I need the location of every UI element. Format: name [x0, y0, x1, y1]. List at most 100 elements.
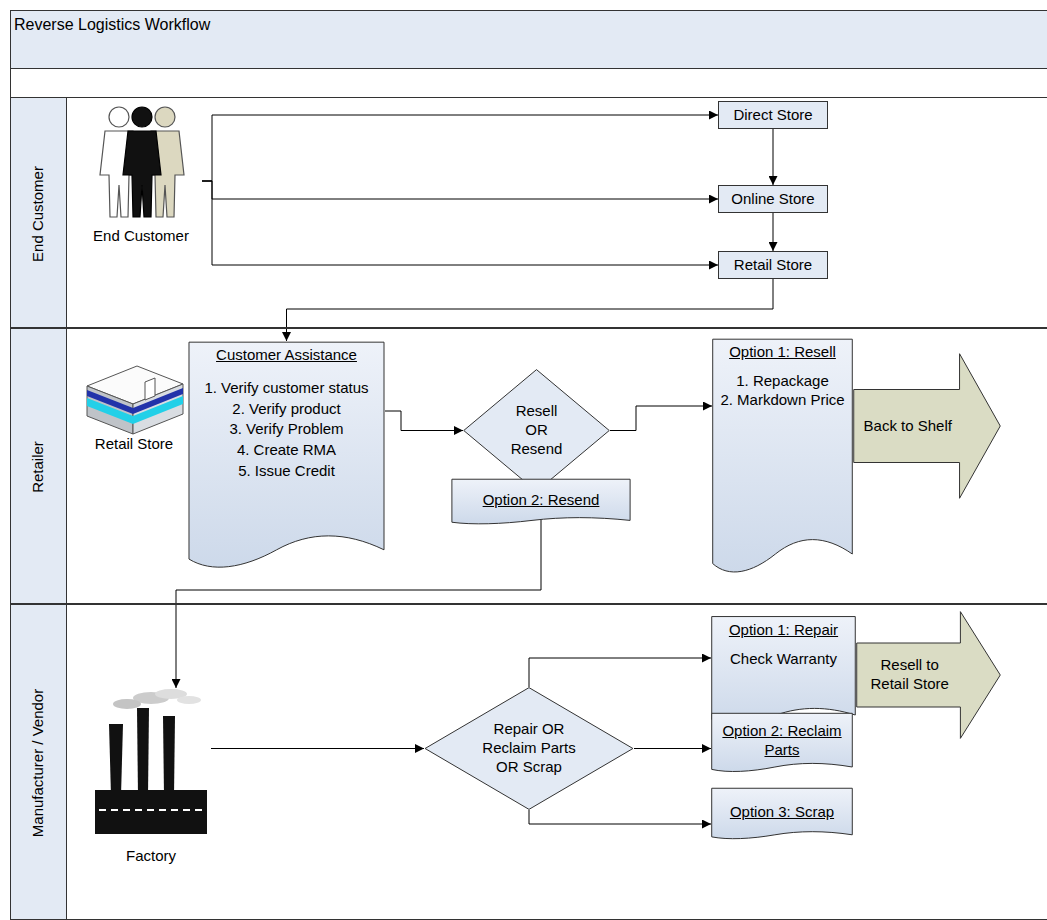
node-text: Option 2: Resend — [483, 491, 600, 510]
document-node: Option 3: Scrap — [711, 788, 853, 840]
node-text: Option 1: Resell 1. Repackage2. Markdown … — [720, 343, 844, 409]
shape-text: 4. Create RMA — [202, 441, 372, 460]
lane-label-column: Retailer — [11, 329, 67, 603]
node-text: Resell OR Resend — [507, 402, 567, 458]
flow-arrow — [529, 810, 711, 824]
node-content: Factory — [91, 686, 211, 866]
swimlane: End CustomerEnd CustomerDirect StoreOnli… — [10, 97, 1047, 328]
shape-heading: Option 2: Reclaim Parts — [717, 722, 847, 760]
flow-arrow — [202, 181, 718, 199]
lane-label: Manufacturer / Vendor — [29, 689, 48, 837]
node-content: Option 2: Reclaim Parts — [711, 713, 853, 773]
shape-text: Online Store — [731, 190, 814, 209]
shape-text: 2. Markdown Price — [720, 391, 844, 410]
flow-arrow — [202, 115, 718, 181]
shape-heading: Customer Assistance — [216, 346, 357, 365]
shape-text: End Customer — [93, 227, 189, 246]
lane-label-wrap: Retailer — [29, 441, 48, 493]
process-box: Direct Store — [718, 101, 828, 129]
flow-arrow — [634, 748, 711, 749]
shape-heading: Option 1: Repair — [729, 621, 838, 640]
node-text: Customer Assistance 1. Verify customer st… — [202, 346, 372, 483]
flow-arrow — [529, 658, 711, 687]
diagram-title: Reverse Logistics Workflow — [14, 15, 210, 35]
lane-label: Retailer — [29, 441, 48, 493]
icon-illustration — [91, 686, 211, 840]
node-content: Option 2: Resend — [451, 479, 631, 525]
lane-label-column: End Customer — [11, 98, 67, 327]
swimlane: Manufacturer / VendorFactory Repair OR Re… — [10, 604, 1047, 920]
icon-node: Retail Store — [79, 358, 189, 454]
shape-text: 2. Verify product — [202, 400, 372, 419]
shape-text: 1. Verify customer status — [202, 379, 372, 398]
node-text: Option 3: Scrap — [730, 803, 834, 822]
decision-node: Resell OR Resend — [463, 369, 610, 492]
node-content: Online Store — [719, 186, 827, 212]
shape-heading: Option 2: Resend — [483, 491, 600, 510]
shape-text: Repair OR Reclaim Parts OR Scrap — [479, 720, 579, 776]
node-text: Repair OR Reclaim Parts OR Scrap — [479, 720, 579, 776]
node-content: End Customer — [76, 101, 206, 246]
node-content: Back to Shelf — [853, 353, 963, 499]
document-node: Option 1: RepairCheck Warranty — [711, 616, 856, 726]
flow-arrow — [385, 411, 463, 431]
node-text: Back to Shelf — [864, 417, 952, 436]
lane-label-column: Manufacturer / Vendor — [11, 605, 67, 919]
node-text: Resell to Retail Store — [860, 656, 959, 694]
node-content: Resell to Retail Store — [856, 611, 963, 739]
node-content: Resell OR Resend — [463, 369, 610, 492]
node-text: Option 1: RepairCheck Warranty — [729, 621, 838, 669]
node-content: Option 3: Scrap — [711, 788, 853, 840]
document-node: Option 2: Resend — [451, 479, 631, 525]
shape-text: Factory — [126, 847, 176, 866]
subtitle-band — [10, 68, 1047, 98]
icon-illustration — [79, 358, 189, 442]
shape-text: 5. Issue Credit — [202, 462, 372, 481]
flow-arrow — [773, 213, 774, 251]
decision-node: Repair OR Reclaim Parts OR Scrap — [424, 687, 634, 810]
shape-text: Retail Store — [95, 435, 173, 454]
shape-text: Back to Shelf — [864, 417, 952, 436]
document-node: Option 1: Resell 1. Repackage2. Markdown … — [712, 338, 853, 578]
node-text: Factory — [126, 847, 176, 866]
icon-illustration — [76, 101, 206, 225]
shape-text: Retail Store — [734, 256, 812, 275]
node-text: Online Store — [731, 190, 814, 209]
shape-heading: Option 1: Resell — [729, 343, 836, 362]
shape-text: Resell to Retail Store — [860, 656, 959, 694]
flow-arrow — [287, 279, 774, 341]
arrow-node: Back to Shelf — [853, 353, 1001, 499]
lane-label-wrap: End Customer — [29, 166, 48, 262]
node-text: Direct Store — [733, 106, 812, 125]
node-content: Retail Store — [719, 252, 827, 278]
shape-text: 1. Repackage — [736, 372, 829, 391]
node-text: End Customer — [93, 227, 189, 246]
process-box: Online Store — [718, 185, 828, 213]
node-text: Retail Store — [734, 256, 812, 275]
shape-text: 3. Verify Problem — [202, 420, 372, 439]
shape-text: Check Warranty — [730, 650, 837, 669]
icon-node: End Customer — [76, 101, 206, 246]
document-node: Option 2: Reclaim Parts — [711, 713, 853, 773]
node-content: Retail Store — [79, 358, 189, 454]
icon-node: Factory — [91, 686, 211, 866]
shape-text: Direct Store — [733, 106, 812, 125]
node-content: Option 1: Resell 1. Repackage2. Markdown … — [712, 338, 853, 578]
flow-arrow — [773, 129, 774, 185]
flow-arrow — [211, 748, 424, 749]
shape-heading: Option 3: Scrap — [730, 803, 834, 822]
swimlane: Retailer Retail Store Customer Assistance 1… — [10, 328, 1047, 604]
node-content: Direct Store — [719, 102, 827, 128]
flow-arrow — [610, 406, 712, 431]
node-text: Option 2: Reclaim Parts — [717, 722, 847, 760]
node-content: Option 1: RepairCheck Warranty — [711, 616, 856, 726]
lane-label: End Customer — [29, 166, 48, 262]
node-content: Customer Assistance 1. Verify customer st… — [188, 341, 385, 573]
node-text: Retail Store — [95, 435, 173, 454]
document-node: Customer Assistance 1. Verify customer st… — [188, 341, 385, 573]
flow-arrow — [202, 181, 718, 265]
node-content: Repair OR Reclaim Parts OR Scrap — [424, 687, 634, 810]
arrow-node: Resell to Retail Store — [856, 611, 1001, 739]
process-box: Retail Store — [718, 251, 828, 279]
